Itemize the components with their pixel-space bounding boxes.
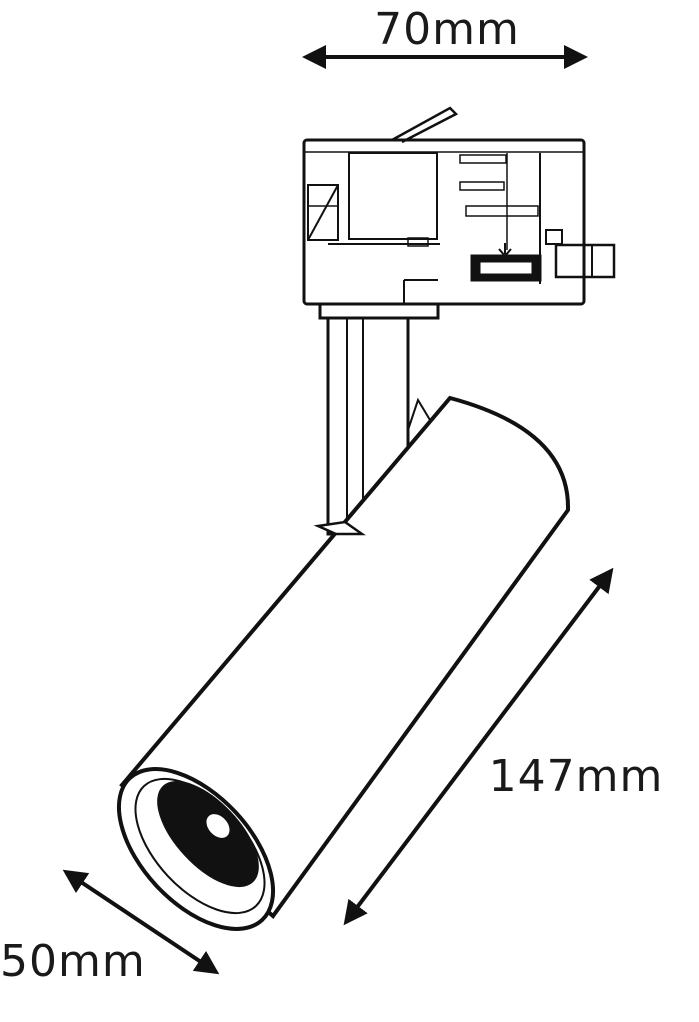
adapter-latch: [391, 106, 459, 144]
track-adapter: [302, 106, 616, 320]
lens-reflector: [157, 780, 259, 888]
width-dimension: 70mm: [302, 4, 588, 69]
diameter-dimension-label: 50mm: [0, 936, 146, 987]
adapter-connector-box: [348, 152, 438, 240]
width-dimension-label: 70mm: [374, 4, 520, 55]
length-dimension-label: 147mm: [489, 751, 664, 802]
adapter-body: [302, 138, 586, 306]
lens-center: [205, 813, 231, 839]
diameter-dimension: 50mm: [0, 869, 220, 987]
length-dimension-line: [343, 567, 614, 926]
diameter-dimension-line: [62, 869, 220, 975]
adapter-collar: [318, 302, 440, 320]
length-dimension: 147mm: [343, 567, 664, 926]
